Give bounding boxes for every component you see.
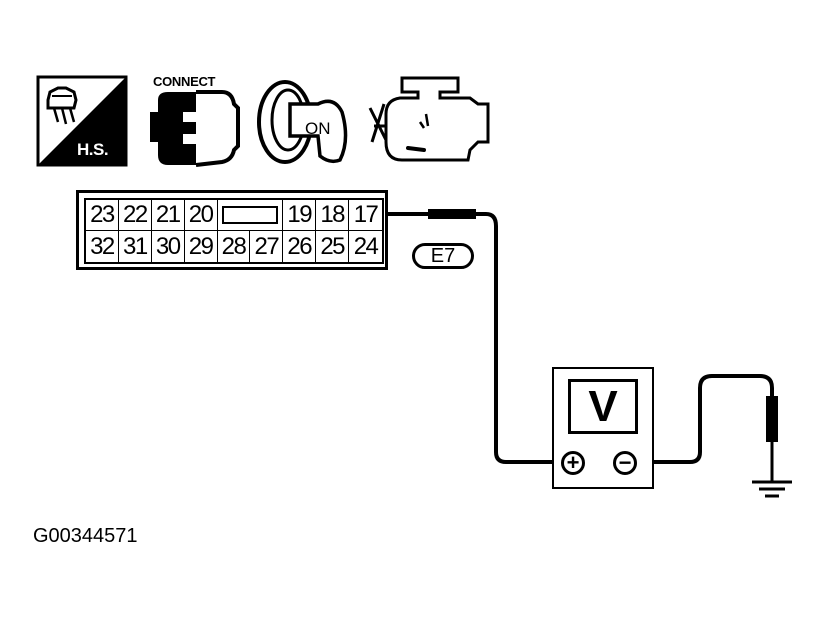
- svg-text:ON: ON: [305, 119, 331, 138]
- pin-27[interactable]: 27: [250, 231, 284, 262]
- pin-32[interactable]: 32: [86, 231, 119, 262]
- positive-terminal-icon[interactable]: +: [561, 451, 585, 475]
- pin-31[interactable]: 31: [119, 231, 152, 262]
- pin-23[interactable]: 23: [86, 200, 119, 231]
- pin-19[interactable]: 19: [283, 200, 317, 231]
- pin-25[interactable]: 25: [316, 231, 350, 262]
- hs-icon: [36, 75, 128, 167]
- connect-label: CONNECT: [153, 74, 216, 89]
- pin-17[interactable]: 17: [349, 200, 382, 231]
- pin-21[interactable]: 21: [151, 200, 185, 231]
- slot-key: [221, 206, 278, 224]
- pin-22[interactable]: 22: [118, 200, 152, 231]
- positive-probe-wire: [385, 209, 566, 464]
- connector-id-badge: E7: [412, 243, 474, 269]
- negative-probe-wire: [640, 374, 778, 482]
- engine-icon: [368, 76, 490, 162]
- connect-icon: [150, 90, 240, 167]
- pin-30[interactable]: 30: [152, 231, 185, 262]
- pin-29[interactable]: 29: [185, 231, 218, 262]
- pin-26[interactable]: 26: [283, 231, 317, 262]
- blank-slot: [217, 200, 284, 231]
- ignition-on-icon: ON: [257, 80, 348, 164]
- pin-28[interactable]: 28: [218, 231, 251, 262]
- figure-id: G00344571: [33, 525, 138, 547]
- connector-pin-grid: 23 22 21 20 19 18 17 32 31 30 29 28 27 2…: [84, 198, 384, 264]
- pin-20[interactable]: 20: [184, 200, 218, 231]
- hs-label: H.S.: [77, 140, 109, 159]
- pin-24[interactable]: 24: [353, 232, 379, 260]
- negative-terminal-icon[interactable]: −: [613, 451, 637, 475]
- meter-display: V: [568, 379, 638, 434]
- voltmeter: V + −: [552, 367, 654, 489]
- ground-icon: [752, 480, 792, 498]
- pin-18[interactable]: 18: [316, 200, 350, 231]
